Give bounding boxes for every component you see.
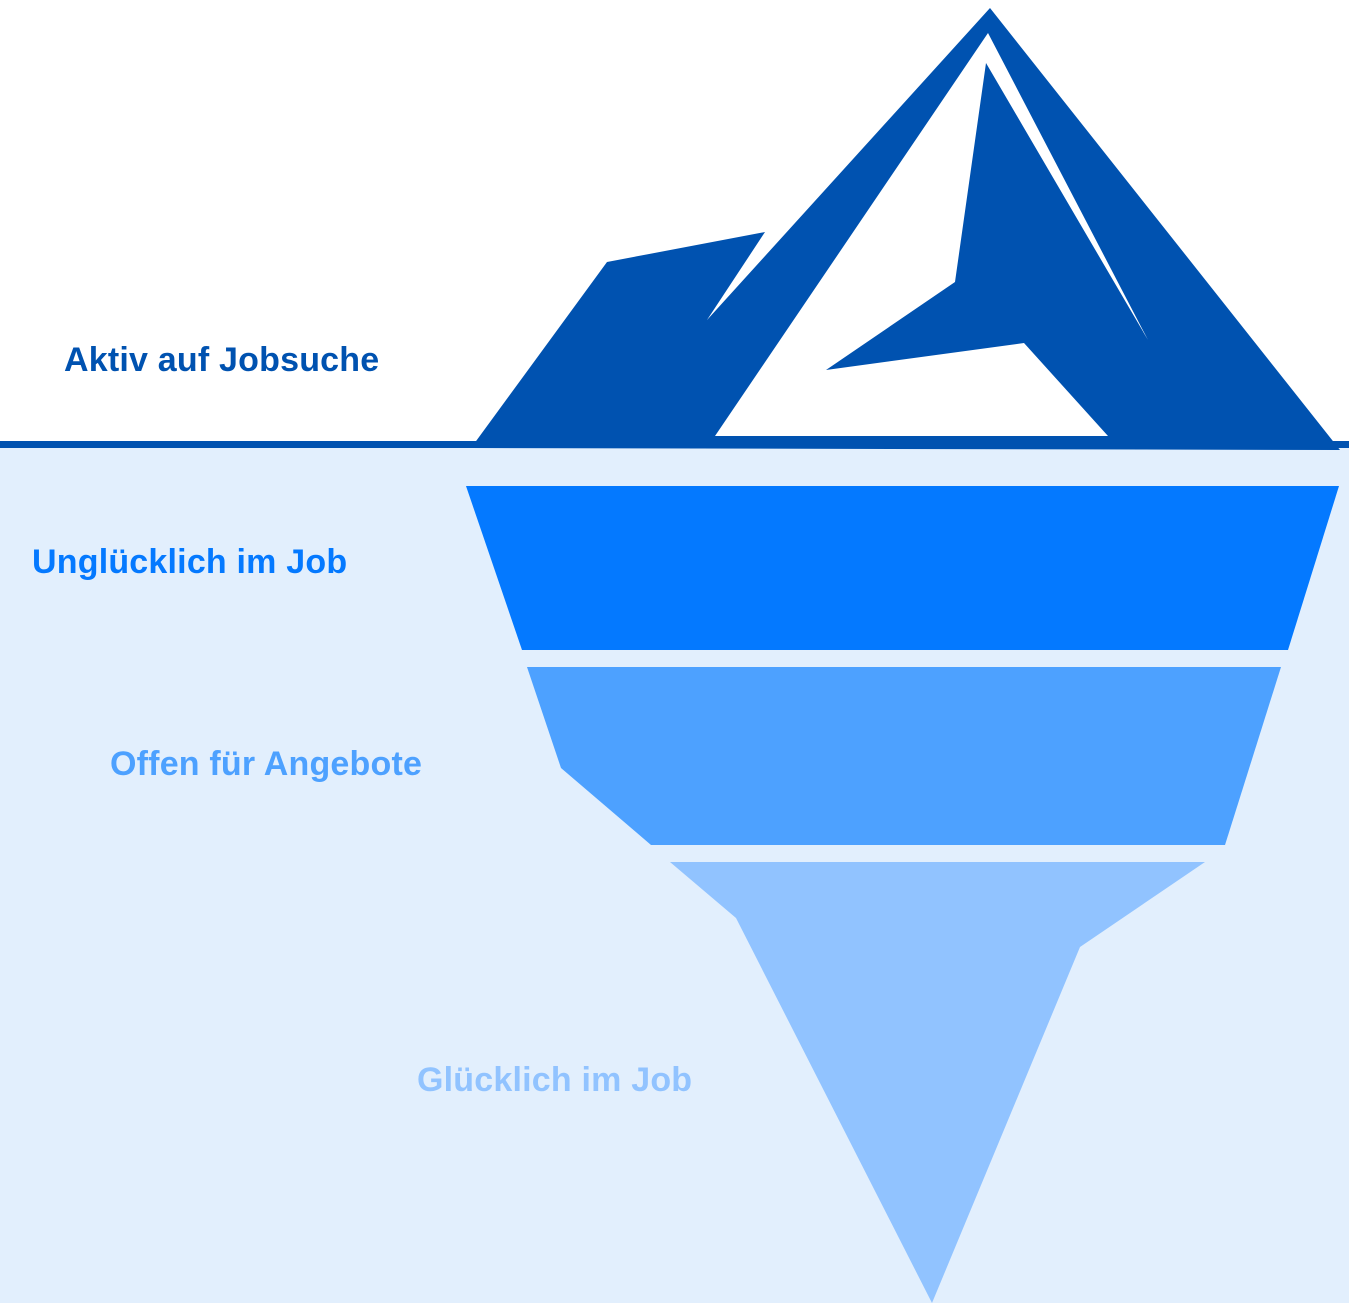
label-active-job-search: Aktiv auf Jobsuche [64, 341, 380, 379]
iceberg-snow [715, 33, 1148, 436]
layer-happy [670, 862, 1205, 1303]
layer-open [527, 667, 1281, 845]
label-happy-in-job: Glücklich im Job [417, 1061, 693, 1099]
label-unhappy-in-job: Unglücklich im Job [32, 543, 348, 581]
label-open-to-offers: Offen für Angebote [110, 745, 423, 783]
layer-unhappy [466, 486, 1339, 650]
